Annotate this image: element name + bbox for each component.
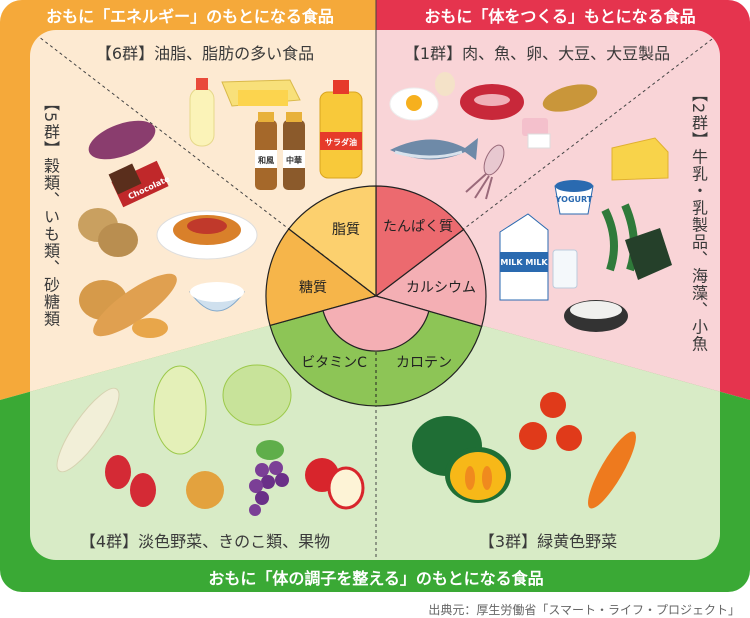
header-energy: おもに「エネルギー」のもとになる食品	[46, 7, 334, 26]
group-5-foods: Chocolate	[78, 120, 258, 338]
chinese-cabbage-icon	[153, 365, 207, 455]
group-4-foods	[56, 364, 365, 516]
grapes-icon	[249, 440, 289, 516]
dressing-bottle-icon: 中華	[283, 112, 305, 190]
chocolate-icon: Chocolate	[108, 160, 172, 208]
butter-icon	[221, 79, 301, 107]
nutrient-protein: たんぱく質	[383, 219, 453, 235]
group-5-title: 【5群】穀類、いも類、砂糖類	[41, 95, 60, 328]
yogurt-label: YOGURT	[555, 195, 593, 204]
sweet-potato-icon	[88, 120, 156, 160]
group-2-title: 【2群】牛乳・乳製品、海藻、小魚	[689, 86, 708, 353]
tofu-icon	[527, 133, 551, 149]
group-3-title: 【3群】緑黄色野菜	[479, 532, 617, 551]
tomato-icon	[519, 422, 547, 450]
nutrient-wheel	[265, 185, 487, 407]
strawberry-icon	[130, 473, 156, 507]
group-4-title: 【4群】淡色野菜、きのこ類、果物	[80, 532, 330, 551]
carb-sector	[265, 228, 378, 327]
natto-icon	[542, 84, 598, 112]
source-credit: 出典元：厚生労働省「スマート・ライフ・プロジェクト」	[428, 603, 740, 617]
fish-icon	[390, 138, 478, 160]
nutrient-carb: 糖質	[299, 280, 327, 296]
croissant-icon	[132, 318, 168, 338]
small-fish-bowl-icon	[564, 300, 628, 332]
chuka-label: 中華	[286, 155, 302, 165]
fish-cake-icon	[522, 118, 548, 136]
group-6-foods: 和風 中華 サラダ油	[189, 78, 363, 190]
strawberry-icon	[105, 455, 131, 489]
fried-egg-icon	[389, 87, 439, 121]
calcium-sector	[374, 228, 487, 328]
group-6-title: 【6群】油脂、脂肪の多い食品	[96, 44, 314, 63]
protein-sector	[375, 185, 465, 298]
mayonnaise-icon	[189, 78, 215, 147]
nutrient-fat: 脂質	[332, 222, 360, 238]
meat-icon	[460, 84, 524, 120]
daikon-icon	[56, 387, 120, 473]
header-condition: おもに「体の調子を整える」のもとになる食品	[208, 569, 543, 588]
yogurt-icon: YOGURT	[554, 180, 594, 215]
cheese-icon	[611, 137, 669, 181]
fat-sector	[287, 185, 377, 298]
salad-oil-bottle-icon: サラダ油	[319, 80, 363, 179]
nutrient-calcium: カルシウム	[406, 280, 476, 296]
apple-half-icon	[327, 466, 365, 510]
group-2-foods: YOGURT MILK MILK	[499, 137, 672, 332]
spaghetti-icon	[156, 210, 258, 260]
potato-icon	[98, 223, 138, 257]
cabbage-icon	[222, 364, 292, 426]
milk-carton-icon: MILK MILK	[499, 213, 549, 301]
group-1-title: 【1群】肉、魚、卵、大豆、大豆製品	[404, 44, 670, 63]
pumpkin-half-icon	[445, 447, 511, 503]
header-body: おもに「体をつくる」もとになる食品	[424, 7, 695, 26]
nutrient-vitamin-c: ビタミンC	[301, 355, 367, 371]
nutrient-carotene: カロテン	[396, 355, 452, 371]
tomato-icon	[540, 392, 566, 418]
baguette-icon	[93, 273, 177, 337]
wafu-label: 和風	[258, 155, 274, 165]
calcium-inner-sector	[322, 295, 430, 352]
rice-bowl-icon	[189, 282, 245, 312]
dressing-bottle-icon: 和風	[255, 112, 277, 190]
squid-icon	[465, 144, 505, 200]
pear-icon	[186, 471, 224, 509]
group-3-foods	[412, 392, 636, 509]
salad-oil-label: サラダ油	[325, 137, 357, 147]
group-1-foods	[389, 72, 598, 200]
nori-icon	[625, 228, 672, 280]
milk-label: MILK MILK	[500, 258, 548, 267]
carrot-icon	[588, 431, 636, 509]
egg-icon	[435, 72, 455, 96]
wheel-fat-carb-divider	[300, 237, 377, 297]
tomato-icon	[556, 425, 582, 451]
milk-glass-icon	[552, 249, 578, 289]
